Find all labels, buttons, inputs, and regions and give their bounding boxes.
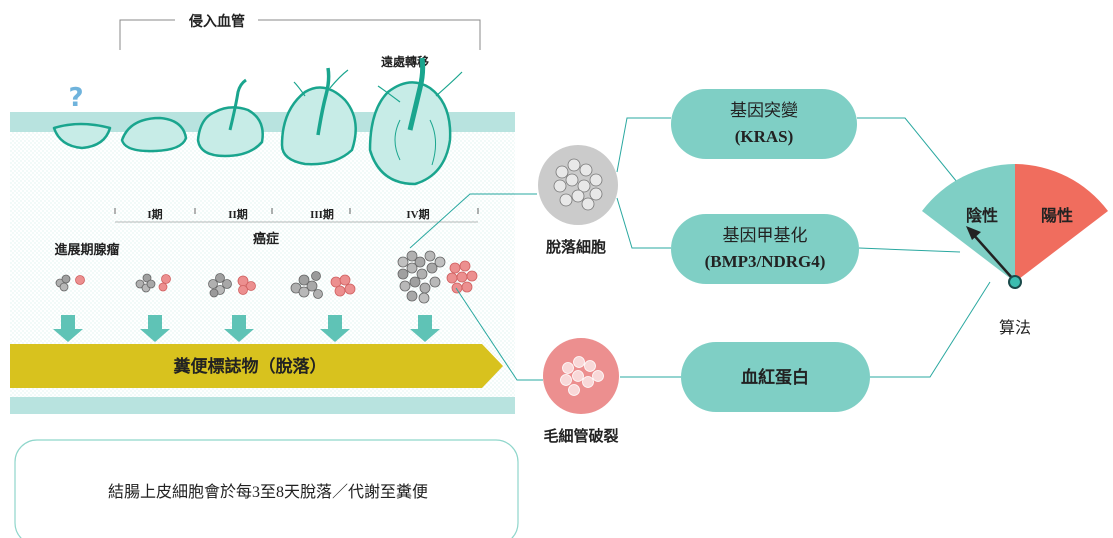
tumor-stage-2 [196, 106, 264, 158]
down-arrow-2 [140, 315, 170, 342]
gene-mutation-marker: 基因突變 (KRAS) [671, 89, 857, 159]
gauge-needle-tip [966, 226, 981, 240]
caption-box [14, 439, 519, 538]
methylation-line2: (BMP3/NDRG4) [705, 252, 826, 271]
algorithm-label: 算法 [999, 318, 1031, 337]
down-arrow-5 [410, 315, 440, 342]
tumor-stage-1 [120, 116, 188, 153]
positive-label: 陽性 [1041, 206, 1073, 225]
metastasis-label: 遠處轉移 [381, 54, 429, 69]
tumor-stage-0 [52, 122, 112, 150]
tumor-stage-4 [368, 81, 452, 186]
question-mark: ? [68, 83, 83, 113]
gauge-pivot [1008, 275, 1022, 289]
stool-marker-arrow [10, 344, 503, 388]
stool-marker-label: 糞便標誌物（脫落） [173, 356, 327, 377]
exfoliated-cells-label: 脫落細胞 [546, 238, 606, 256]
red-blood-cells-icon [560, 356, 604, 396]
negative-label: 陰性 [966, 206, 998, 225]
invasion-title: 侵入血管 [188, 13, 245, 30]
shedding-arrows [53, 315, 440, 342]
cell-cluster-4 [397, 250, 478, 304]
cancer-label: 癌症 [253, 231, 279, 247]
methylation-line1: 基因甲基化 [723, 226, 808, 245]
gauge-needle [971, 232, 1014, 280]
hemoglobin-label: 血紅蛋白 [741, 367, 809, 388]
epithelium-band-bottom [10, 397, 515, 414]
cell-cluster-3 [290, 271, 356, 299]
down-arrow-3 [224, 315, 254, 342]
result-gauge [922, 164, 1108, 289]
gauge-negative-sector [922, 164, 1015, 282]
stage-label-4: IV期 [406, 207, 429, 221]
advanced-adenoma-label: 進展期腺瘤 [54, 242, 119, 258]
stage-label-3: III期 [310, 207, 334, 221]
hemoglobin-marker: 血紅蛋白 [681, 342, 870, 412]
invasion-bracket [119, 19, 481, 50]
methylation-marker: 基因甲基化 (BMP3/NDRG4) [671, 214, 859, 284]
connector-lines [409, 117, 991, 381]
gene-mutation-line2: (KRAS) [735, 127, 794, 146]
exfoliated-cells-icon [553, 158, 603, 211]
capillary-rupture-label: 毛細管破裂 [543, 427, 618, 445]
stage-scale [114, 208, 479, 223]
cell-cluster-1 [135, 273, 171, 293]
cell-cluster-0 [55, 274, 85, 292]
gene-mutation-line1: 基因突變 [730, 101, 798, 120]
down-arrow-4 [320, 315, 350, 342]
cell-cluster-2 [208, 273, 256, 298]
stage-label-2: II期 [228, 207, 248, 221]
tumor-vessels [228, 57, 463, 166]
down-arrow-1 [53, 315, 83, 342]
gauge-positive-sector [1015, 164, 1108, 282]
caption-text: 結腸上皮細胞會於每3至8天脫落／代謝至糞便 [108, 483, 428, 501]
cell-clusters [55, 250, 478, 304]
stage-label-1: I期 [147, 207, 162, 221]
